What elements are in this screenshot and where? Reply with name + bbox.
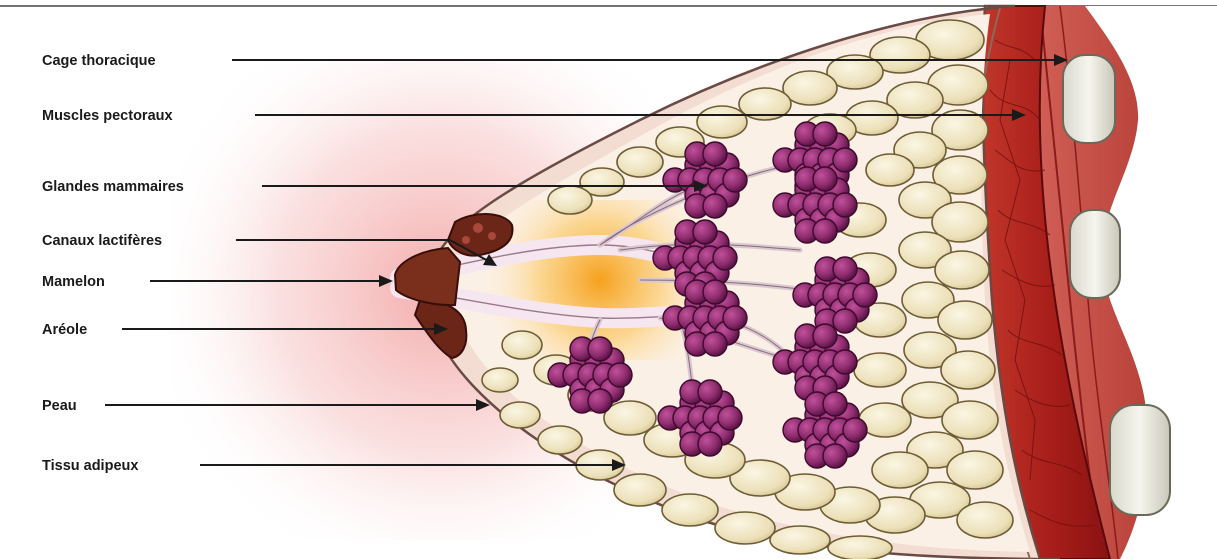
rib (1070, 210, 1120, 298)
fat-lobule (502, 331, 542, 359)
gland-alveolus (703, 142, 727, 166)
gland-alveolus (723, 168, 747, 192)
gland-alveolus (703, 194, 727, 218)
fat-lobule (942, 401, 998, 439)
label-tissu-adipeux: Tissu adipeux (42, 458, 138, 474)
rib (1110, 405, 1170, 515)
fat-lobule (617, 147, 663, 177)
gland-alveolus (833, 193, 857, 217)
fat-lobule (828, 536, 892, 559)
label-areole: Aréole (42, 322, 87, 338)
gland-alveolus (843, 418, 867, 442)
label-cage-thoracique: Cage thoracique (42, 53, 156, 69)
gland-alveolus (813, 324, 837, 348)
fat-lobule (482, 368, 518, 392)
gland-alveolus (833, 257, 857, 281)
fat-lobule (715, 512, 775, 544)
fat-lobule (538, 426, 582, 454)
label-canaux-lactiferes: Canaux lactifères (42, 233, 162, 249)
fat-lobule (872, 452, 928, 488)
gland-alveolus (723, 306, 747, 330)
fat-lobule (548, 186, 592, 214)
gland-alveolus (713, 246, 737, 270)
gland-alveolus (703, 280, 727, 304)
gland-alveolus (693, 220, 717, 244)
gland-alveolus (698, 432, 722, 456)
fat-lobule (957, 502, 1013, 538)
gland-alveolus (813, 219, 837, 243)
label-mamelon: Mamelon (42, 274, 105, 290)
gland-alveolus (833, 148, 857, 172)
gland-alveolus (833, 350, 857, 374)
rib (1063, 55, 1115, 143)
gland-alveolus (813, 167, 837, 191)
fat-lobule (935, 251, 989, 289)
gland-alveolus (608, 363, 632, 387)
gland-alveolus (718, 406, 742, 430)
fat-lobule (941, 351, 995, 389)
fat-lobule (697, 106, 747, 138)
labels: Cage thoracique Muscles pectoraux Glande… (42, 53, 184, 474)
fat-lobule (938, 301, 992, 339)
gland-alveolus (703, 332, 727, 356)
fat-lobule (947, 451, 1003, 489)
label-muscles-pectoraux: Muscles pectoraux (42, 108, 173, 124)
fat-lobule (854, 353, 906, 387)
label-peau: Peau (42, 398, 77, 414)
fat-lobule (662, 494, 718, 526)
label-glandes-mammaires: Glandes mammaires (42, 179, 184, 195)
fat-lobule (770, 526, 830, 554)
gland-alveolus (698, 380, 722, 404)
gland-alveolus (588, 337, 612, 361)
gland-alveolus (853, 283, 877, 307)
gland-alveolus (588, 389, 612, 413)
fat-lobule (604, 401, 656, 435)
fat-lobule (614, 474, 666, 506)
fat-lobule (783, 71, 837, 105)
gland-alveolus (823, 444, 847, 468)
fat-lobule (866, 154, 914, 186)
gland-alveolus (813, 122, 837, 146)
gland-alveolus (833, 309, 857, 333)
gland-alveolus (823, 392, 847, 416)
fat-lobule (500, 402, 540, 428)
